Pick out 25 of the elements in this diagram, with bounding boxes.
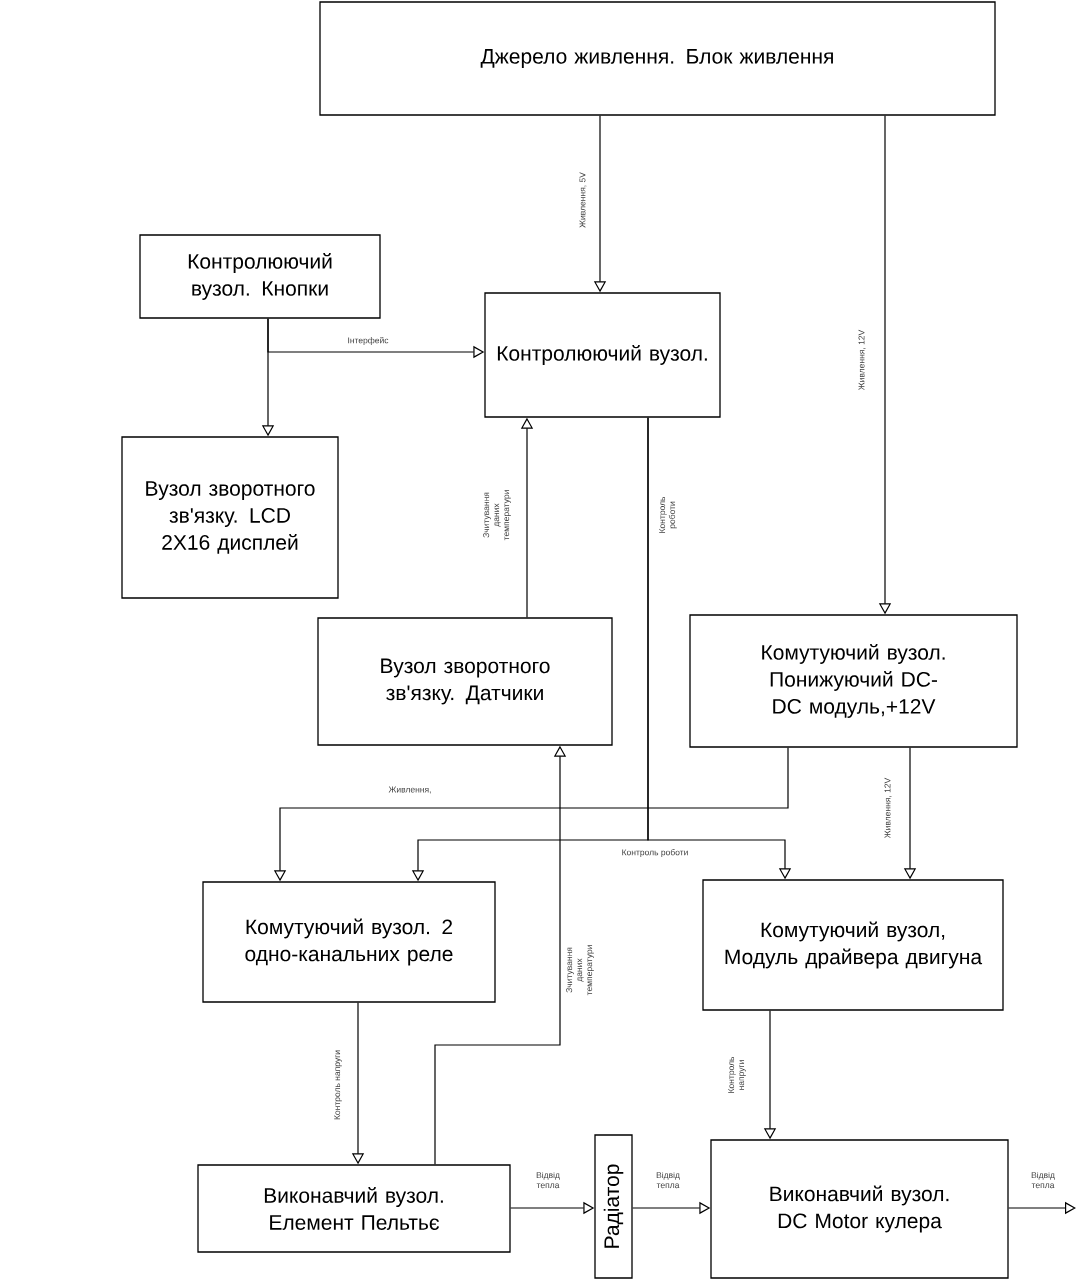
edge-label: Відвід тепла (1022, 1170, 1064, 1190)
edge-label: Контроль роботи (658, 489, 678, 541)
process-box: Контролюючий вузол. (484, 292, 721, 418)
edge-label: Контроль напруги (727, 1051, 747, 1099)
edge-label: Зчитування даних температури (565, 934, 595, 1006)
edge-label: Зчитування даних температури (482, 479, 512, 551)
process-box: Вузол зворотного зв'язку. LCD 2X16 дисплей (121, 436, 339, 599)
edge-label: Контроль роботи (620, 848, 690, 858)
edge-label: Відвід тепла (527, 1170, 569, 1190)
process-box: Виконавчий вузол. Елемент Пельтьє (197, 1164, 511, 1253)
process-box: Радіатор (594, 1134, 633, 1279)
process-box: Контролюючий вузол. Кнопки (139, 234, 381, 319)
edge-label: Інтерфейс (346, 335, 390, 347)
edge-label: Контроль напруги (333, 1049, 343, 1122)
edge-label: Відвід тепла (647, 1170, 689, 1190)
process-box: Комутуючий вузол. Понижуючий DC-DC модуль,+12V (689, 614, 1018, 748)
edge-label: Живлення, 12V (883, 776, 893, 840)
process-box: Виконавчий вузол. DC Motor кулера (710, 1139, 1009, 1279)
process-box: Вузол зворотного зв'язку. Датчики (317, 617, 613, 746)
edge-label: Живлення, 12V (857, 328, 867, 392)
process-box: Комутуючий вузол, Модуль драйвера двигуна (702, 879, 1004, 1011)
process-box: Комутуючий вузол. 2 одно-канальних реле (202, 881, 496, 1003)
edge-label: Живлення, 5V (578, 171, 588, 229)
process-box: Джерело живлення. Блок живлення (319, 1, 996, 116)
edge-label: Живлення, (387, 785, 433, 795)
